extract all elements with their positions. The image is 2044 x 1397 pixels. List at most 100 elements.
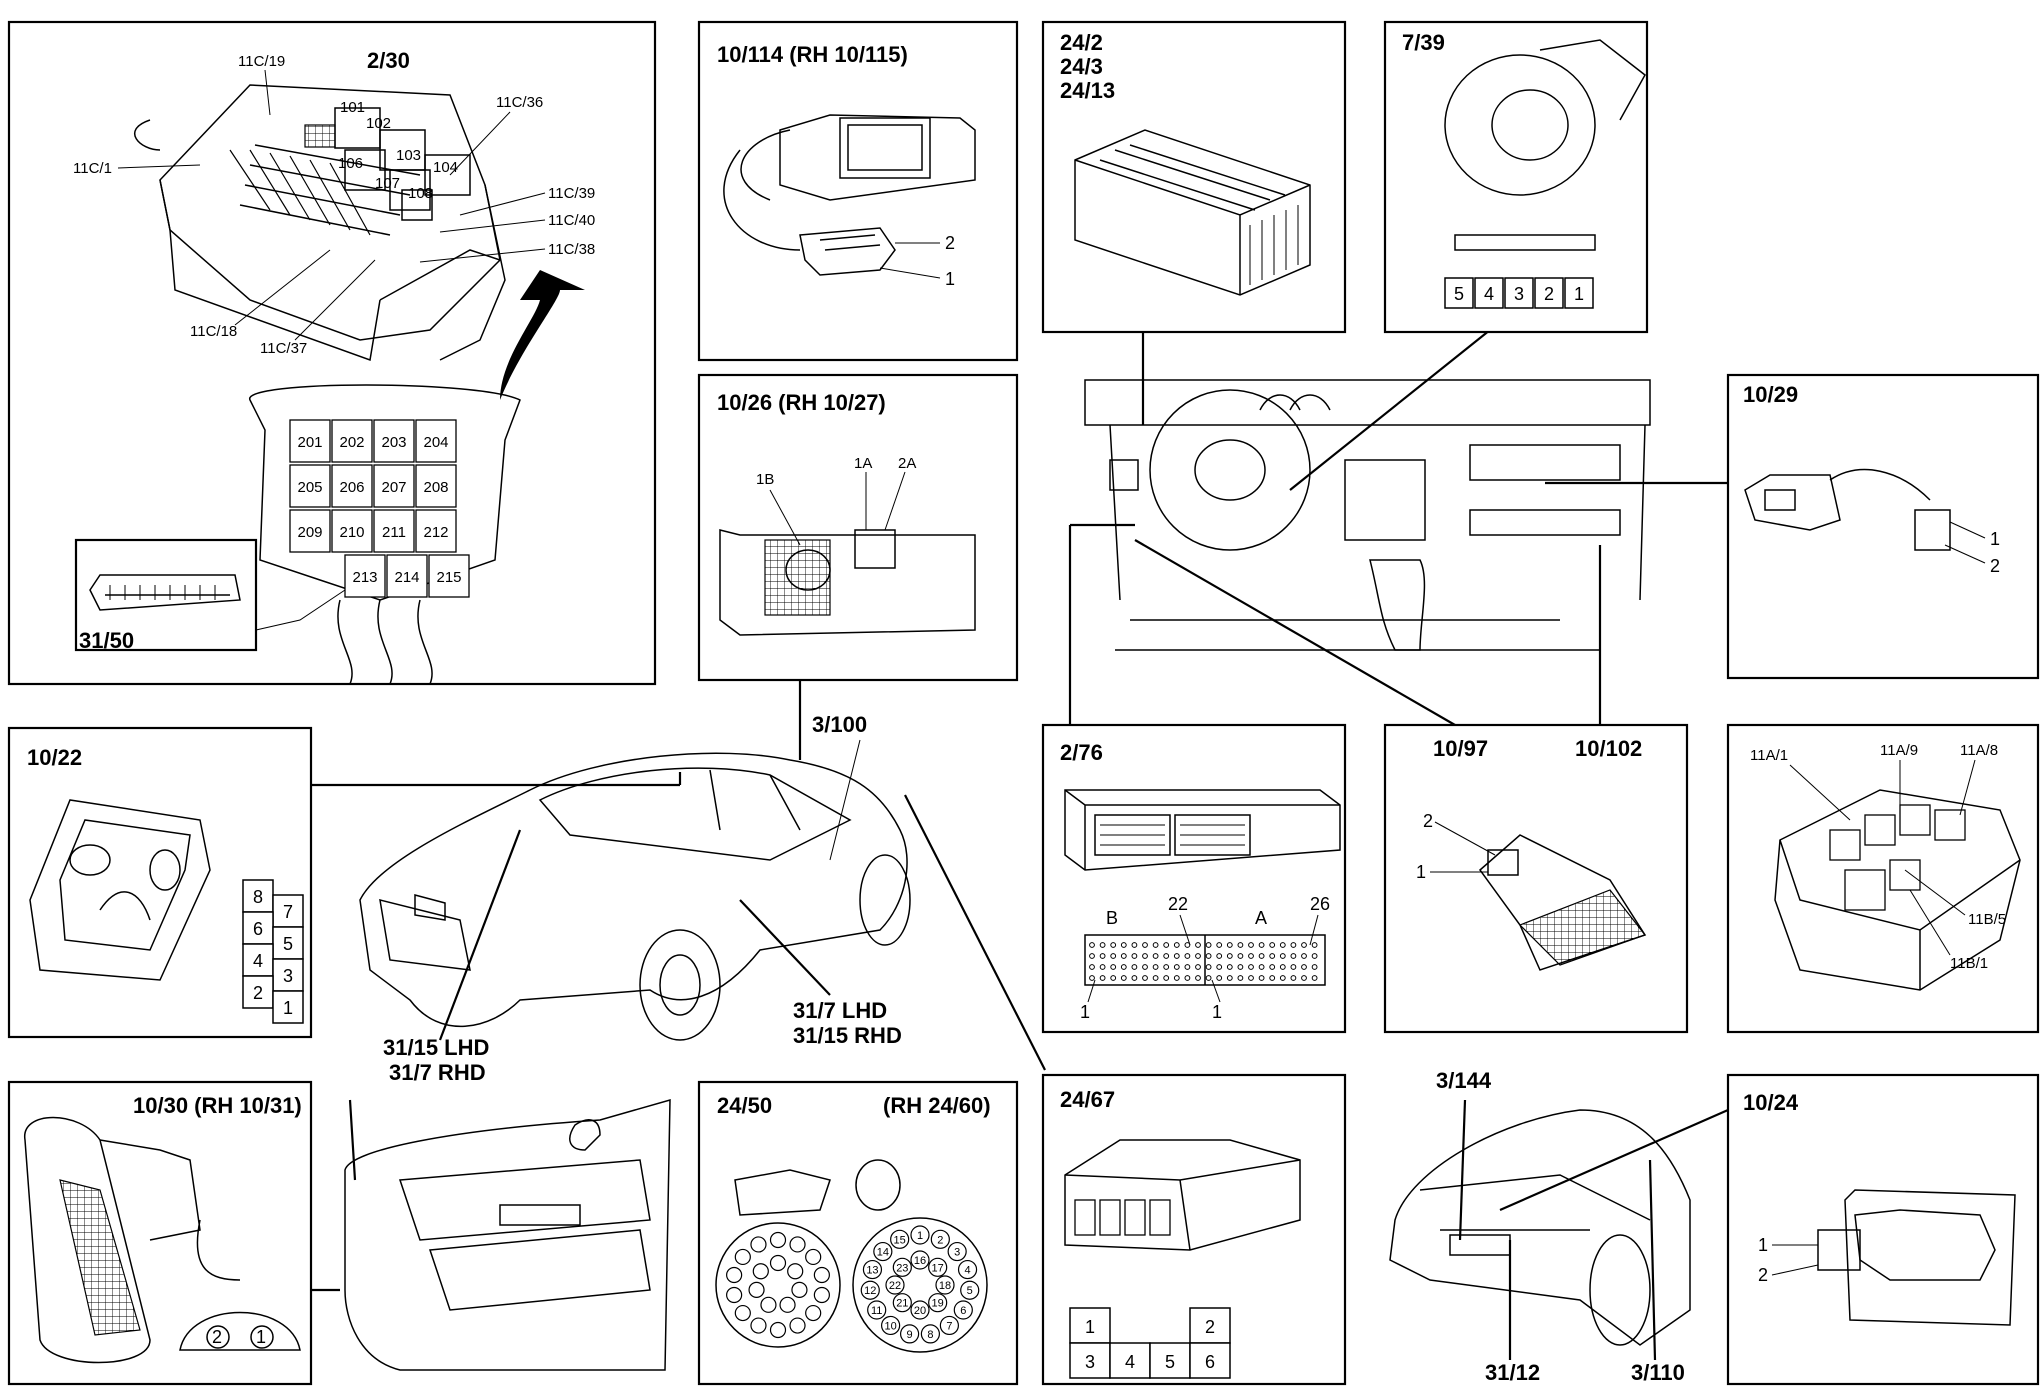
door-pin-9: 9 xyxy=(907,1329,913,1341)
door-connector-pin xyxy=(873,1241,893,1262)
door-connector-socket xyxy=(805,1248,822,1266)
relay-104-label: 104 xyxy=(433,159,458,176)
side-marker-title: 10/30 (RH 10/31) xyxy=(133,1093,302,1118)
door-pin-12: 12 xyxy=(864,1285,876,1297)
relay-slot xyxy=(373,509,415,553)
ignition-pin-3: 3 xyxy=(1514,284,1524,304)
ecu-pin xyxy=(1258,953,1265,959)
callout-11c-39: 11C/39 xyxy=(548,185,595,202)
panel-trunk-lamp: 10/24 1 2 xyxy=(1726,1073,2040,1386)
courtesy-pin-6: 6 xyxy=(253,919,263,939)
side-marker-pin-2: 2 xyxy=(212,1327,222,1347)
ecu-pin xyxy=(1248,975,1254,981)
door-connector-socket xyxy=(769,1254,787,1272)
door-connector-socket xyxy=(760,1296,777,1313)
ecu-pin xyxy=(1290,975,1297,981)
car-callout-31-15-lhd: 31/15 LHD xyxy=(383,1035,489,1060)
six-pin-4: 4 xyxy=(1125,1352,1135,1372)
car-callout-31-7-rhd: 31/7 RHD xyxy=(389,1060,486,1085)
fusebox-title: 2/30 xyxy=(367,48,410,73)
ecu-pin xyxy=(1237,953,1244,959)
ecu-pin xyxy=(1163,964,1170,970)
door-connector-socket xyxy=(750,1236,767,1253)
relay-slot xyxy=(386,554,428,598)
door-connector-pin xyxy=(867,1300,887,1320)
glovebox-pin-2: 2 xyxy=(1990,556,2000,576)
ignition-pin-4: 4 xyxy=(1484,284,1494,304)
panel-side-marker: 10/30 (RH 10/31) 2 1 xyxy=(7,1080,313,1386)
relay-box-callout-11b-1: 11B/1 xyxy=(1950,955,1988,972)
ecu-pin xyxy=(1226,942,1233,948)
door-pin-4: 4 xyxy=(964,1265,970,1277)
relay-211-label: 211 xyxy=(382,524,406,541)
door-pin-11: 11 xyxy=(871,1305,882,1317)
rear-callout-31-12: 31/12 xyxy=(1485,1360,1540,1385)
door-illustration xyxy=(344,1099,671,1371)
relay-box-callout-11a-1: 11A/1 xyxy=(1750,747,1788,764)
six-pin-2: 2 xyxy=(1205,1317,1215,1337)
relay-108-label: 108 xyxy=(408,185,433,202)
ecu-pin xyxy=(1311,942,1318,948)
trunk-lamp-title: 10/24 xyxy=(1743,1090,1799,1115)
door-connector-pin xyxy=(910,1300,930,1320)
six-pin-cell xyxy=(1069,1342,1111,1379)
ecu-pin xyxy=(1173,964,1180,970)
ecu-pin xyxy=(1237,975,1244,981)
reading-lamp-title: 10/26 (RH 10/27) xyxy=(717,390,886,415)
door-pin-15: 15 xyxy=(894,1234,906,1246)
rear-callout-3-144: 3/144 xyxy=(1436,1068,1492,1093)
ecu-pin xyxy=(1152,964,1159,970)
panel-reading-lamp: 10/26 (RH 10/27) 1B 1A 2A xyxy=(697,373,1019,682)
ecu-pin xyxy=(1120,964,1127,970)
relay-206-label: 206 xyxy=(339,479,364,496)
courtesy-lamp-title: 10/22 xyxy=(27,745,82,770)
ecu-pin xyxy=(1120,953,1127,959)
door-connector-socket xyxy=(734,1304,751,1322)
ecu-pin xyxy=(1290,953,1297,959)
ecu-pin xyxy=(1163,975,1170,981)
callout-11c-19: 11C/19 xyxy=(238,53,285,70)
door-connector-socket xyxy=(791,1281,808,1298)
ecu-pin xyxy=(1163,942,1170,948)
ignition-pin-cell xyxy=(1444,277,1474,309)
door-connector-pin xyxy=(910,1225,930,1245)
courtesy-pin-7: 7 xyxy=(283,902,293,922)
ecu-pin xyxy=(1195,975,1201,981)
relay-201-label: 201 xyxy=(297,434,322,451)
door-connector-pin xyxy=(890,1229,910,1249)
door-pin-20: 20 xyxy=(914,1305,926,1317)
ecu-pin xyxy=(1258,964,1265,970)
panel-control-module: 24/2 24/3 24/13 xyxy=(1041,20,1347,334)
courtesy-pin-cell xyxy=(272,894,304,928)
sun-visor-title: 10/114 (RH 10/115) xyxy=(717,42,908,67)
ecu-pin xyxy=(1110,953,1117,959)
six-pin-cell xyxy=(1189,1307,1231,1344)
ecu-pin xyxy=(1269,942,1276,948)
door-pin-7: 7 xyxy=(946,1320,952,1332)
ecu-pin xyxy=(1248,953,1254,959)
door-connector-socket xyxy=(752,1263,769,1280)
door-pin-23: 23 xyxy=(896,1262,908,1274)
relay-210-label: 210 xyxy=(339,524,364,541)
ecu-pin xyxy=(1301,964,1307,970)
ecu-pin xyxy=(1089,964,1095,970)
ecu-pin xyxy=(1099,953,1106,959)
relay-slot xyxy=(331,509,373,553)
sun-visor-pin-1: 1 xyxy=(945,269,955,289)
footwell-pin-2: 2 xyxy=(1423,811,1433,831)
door-connector-socket xyxy=(789,1317,806,1334)
relay-209-label: 209 xyxy=(297,524,322,541)
door-connector-socket xyxy=(813,1286,830,1304)
relay-slot xyxy=(373,419,415,463)
relay-slot xyxy=(289,509,331,553)
six-pin-5: 5 xyxy=(1165,1352,1175,1372)
door-connector-socket xyxy=(734,1248,751,1266)
door-connector-title-rh: (RH 24/60) xyxy=(883,1093,991,1118)
ecu-pin xyxy=(1110,975,1117,981)
footwell-title-lhd: 10/97 xyxy=(1433,736,1488,761)
relay-102-label: 102 xyxy=(366,115,391,132)
